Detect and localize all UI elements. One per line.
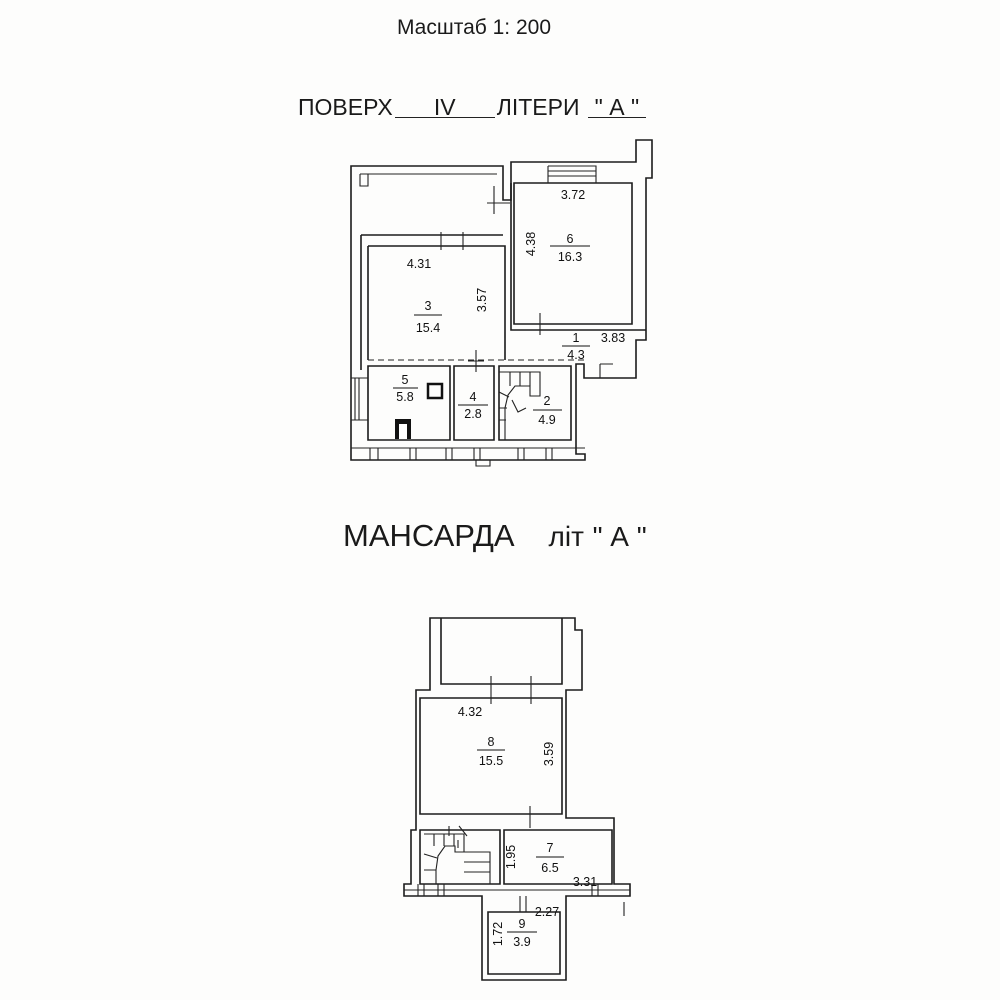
attic-heading: МАНСАРДА літ " А " [343, 518, 647, 554]
room-1-number: 1 [573, 331, 580, 345]
room-5-number: 5 [402, 373, 409, 387]
room-2-number: 2 [544, 394, 551, 408]
room-1-width: 3.83 [601, 331, 625, 345]
room-9-width: 1.72 [491, 922, 505, 946]
room-9-number: 9 [519, 917, 526, 931]
room-1-area: 4.3 [567, 348, 584, 362]
room-3-area: 15.4 [416, 321, 440, 335]
room-6-number: 6 [567, 232, 574, 246]
room-7-area: 6.5 [541, 861, 558, 875]
room-7-width: 1.95 [504, 845, 518, 869]
scale-label: Масштаб 1: 200 [396, 16, 552, 39]
floor-letter: " А " [587, 96, 646, 119]
room-3-width: 4.31 [407, 257, 431, 271]
room-5-area: 5.8 [396, 390, 413, 404]
room-6-area: 16.3 [558, 250, 582, 264]
room-2-area: 4.9 [538, 413, 555, 427]
room-6-length: 4.38 [524, 232, 538, 256]
attic-word: МАНСАРДА [343, 518, 515, 553]
room-8-width: 4.32 [458, 705, 482, 719]
floor-iv-plan [350, 139, 653, 467]
room-7-number: 7 [547, 841, 554, 855]
room-3-number: 3 [425, 299, 432, 313]
room-4-area: 2.8 [464, 407, 481, 421]
room-9-length: 2.27 [535, 905, 559, 919]
room-8-area: 15.5 [479, 754, 503, 768]
room-3-length: 3.57 [475, 288, 489, 312]
attic-plan [403, 617, 631, 981]
room-8-number: 8 [488, 735, 495, 749]
letter-word: ЛІТЕРИ [496, 94, 580, 120]
room-9-area: 3.9 [513, 935, 530, 949]
attic-letter: " А " [592, 521, 647, 552]
room-8-length: 3.59 [542, 742, 556, 766]
attic-letter-word: літ [548, 521, 584, 552]
room-4-number: 4 [470, 390, 477, 404]
room-7-length: 3.31 [573, 875, 597, 889]
floor-number: IV [394, 96, 495, 119]
floor-word: ПОВЕРХ [298, 94, 393, 120]
room-6-width: 3.72 [561, 188, 585, 202]
